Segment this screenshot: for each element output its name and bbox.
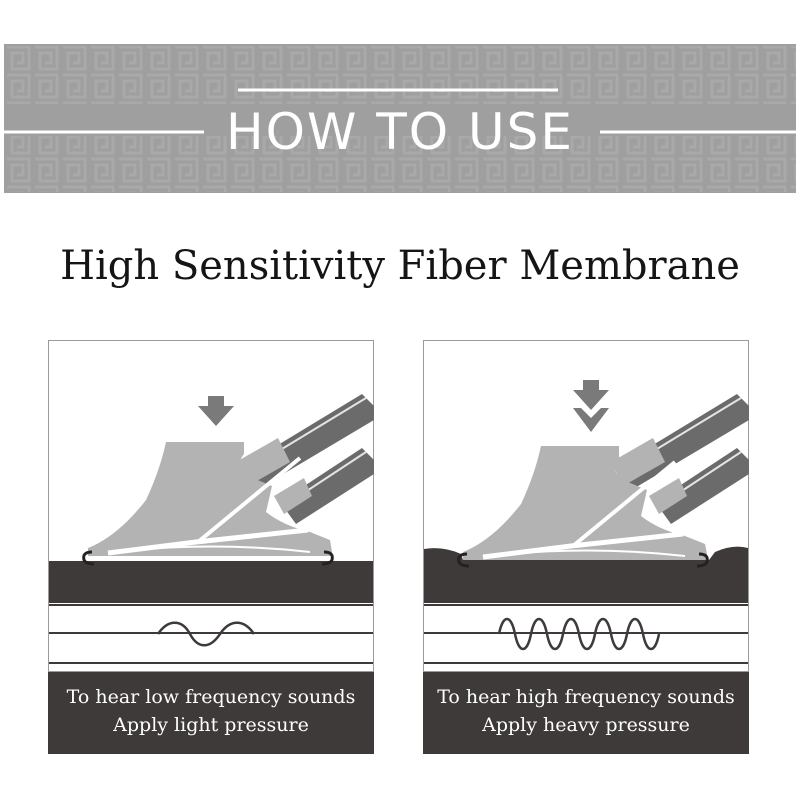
skin-surface [49,561,373,603]
chestpiece [82,442,334,566]
high-frequency-wave [497,617,661,651]
chestpiece [457,446,709,568]
diaphragm-membrane [113,545,311,553]
caption-pressure-text: Apply light pressure [113,714,309,736]
panel-light-pressure: To hear low frequency sounds Apply light… [48,340,374,754]
stethoscope-tubing [611,394,749,524]
heavy-pressure-arrow [573,380,609,432]
sound-wave-band [49,604,373,664]
caption-pressure-text: Apply heavy pressure [482,714,690,736]
stethoscope-tubing [236,394,374,524]
low-frequency-wave [156,621,256,647]
how-to-use-banner: HOW TO USE [4,44,796,193]
heavy-pressure-illustration [423,340,749,672]
diaphragm-membrane [488,549,686,557]
caption-frequency-text: To hear low frequency sounds [66,686,356,708]
banner-title: HOW TO USE [225,103,574,161]
caption-box: To hear high frequency sounds Apply heav… [423,672,749,754]
skin-surface-pressed [424,546,748,603]
banner-pattern [4,46,796,192]
panel-heavy-pressure: To hear high frequency sounds Apply heav… [423,340,749,754]
sound-wave-band [424,604,748,664]
light-pressure-arrow [198,396,234,426]
page-heading: High Sensitivity Fiber Membrane [60,243,740,289]
light-pressure-illustration [48,340,374,672]
caption-frequency-text: To hear high frequency sounds [437,686,735,708]
caption-box: To hear low frequency sounds Apply light… [48,672,374,754]
